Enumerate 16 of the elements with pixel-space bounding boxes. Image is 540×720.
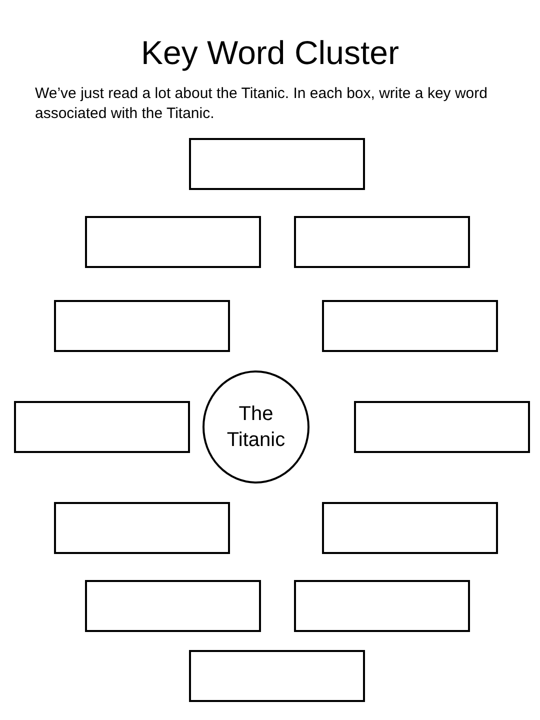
answer-box bbox=[85, 580, 261, 632]
answer-box bbox=[189, 138, 365, 190]
center-oval bbox=[202, 370, 310, 484]
answer-box bbox=[54, 502, 230, 554]
instruction-text: We’ve just read a lot about the Titanic. In each box, write a key word associated with the Titanic. bbox=[35, 84, 488, 124]
answer-box bbox=[14, 401, 190, 453]
answer-box bbox=[322, 502, 498, 554]
answer-box bbox=[54, 300, 230, 352]
worksheet-title: Key Word Cluster bbox=[140, 34, 400, 72]
answer-box bbox=[354, 401, 530, 453]
center-topic-text: The Titanic bbox=[226, 402, 286, 453]
answer-box bbox=[189, 650, 365, 702]
answer-box bbox=[85, 216, 261, 268]
answer-box bbox=[322, 300, 498, 352]
answer-box bbox=[294, 216, 470, 268]
answer-box bbox=[294, 580, 470, 632]
